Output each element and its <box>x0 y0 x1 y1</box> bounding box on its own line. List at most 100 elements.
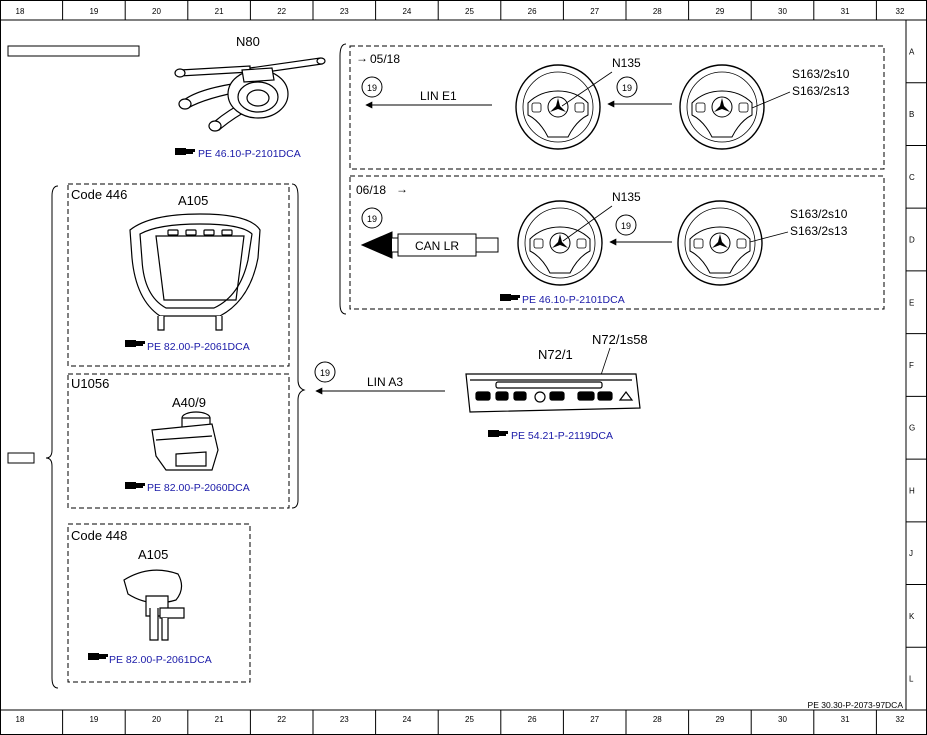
column-number: 23 <box>340 7 349 16</box>
row-letter: A <box>909 47 915 56</box>
column-number: 24 <box>402 7 411 16</box>
a105-top-ref-link[interactable]: PE 82.00-P-2061DCA <box>147 341 250 353</box>
marker-19-upper <box>616 76 638 98</box>
lower-switch-leader <box>749 231 789 243</box>
n72-1-hand-icon <box>488 430 508 437</box>
a105-gear-selector-drawing <box>123 569 185 641</box>
upper-switch-a: S163/2s10 <box>792 67 850 81</box>
upper-n135-leader <box>561 71 613 107</box>
lower-switch-b: S163/2s13 <box>790 224 848 238</box>
code-448-box <box>67 523 251 683</box>
can-lr-label: CAN LR <box>415 239 459 253</box>
can-lr-arrowhead <box>362 232 392 258</box>
marker-19-lin-e1 <box>361 76 383 98</box>
column-number: 26 <box>528 7 537 16</box>
row-letter: J <box>909 549 913 558</box>
row-letter: C <box>909 173 915 182</box>
upper-switch-b: S163/2s13 <box>792 84 850 98</box>
column-number: 22 <box>277 715 286 724</box>
code-446-box <box>67 183 290 367</box>
row-letter: B <box>909 110 914 119</box>
a40-9-hand-icon <box>125 482 145 489</box>
steering-wheel-upper-right <box>679 64 765 150</box>
n72-1-label: N72/1 <box>538 347 573 362</box>
column-number: 24 <box>402 715 411 724</box>
column-number: 22 <box>277 7 286 16</box>
column-number: 29 <box>715 715 724 724</box>
a105-top-label: A105 <box>178 193 208 208</box>
steering-wheel-lower-right <box>677 200 763 286</box>
upper-validity: 05/18 <box>370 52 400 66</box>
u1056-label: U1056 <box>71 376 109 391</box>
column-number: 31 <box>841 7 850 16</box>
column-number: 20 <box>152 7 161 16</box>
a105-top-hand-icon <box>125 340 145 347</box>
lower-switch-a: S163/2s10 <box>790 207 848 221</box>
n80-drawing <box>174 57 326 132</box>
lower-n135-label: N135 <box>612 190 641 204</box>
lower-validity-arrow: → <box>396 182 408 196</box>
left-group-bracket <box>45 185 59 689</box>
a40-9-ref-link[interactable]: PE 82.00-P-2060DCA <box>147 482 250 494</box>
column-number: 27 <box>590 715 599 724</box>
marker-19-lower <box>615 214 637 236</box>
column-number: 25 <box>465 7 474 16</box>
row-letter: F <box>909 361 914 370</box>
steering-group-bracket <box>339 43 347 315</box>
a40-9-controller-drawing <box>151 411 219 471</box>
code-448-label: Code 448 <box>71 528 127 543</box>
steering-wheel-lower-left <box>517 200 603 286</box>
a105-bottom-ref-link[interactable]: PE 82.00-P-2061DCA <box>109 654 212 666</box>
column-number: 29 <box>715 7 724 16</box>
row-letter: L <box>909 675 914 684</box>
column-number: 20 <box>152 715 161 724</box>
column-number: 26 <box>528 715 537 724</box>
n80-label: N80 <box>236 34 260 49</box>
column-number: 25 <box>465 715 474 724</box>
marker-19-upper-text: 19 <box>622 83 632 93</box>
marker-19-can-lr-text: 19 <box>367 214 377 224</box>
column-number: 30 <box>778 715 787 724</box>
marker-19-lin-e1-text: 19 <box>367 83 377 93</box>
n72-1s58-label: N72/1s58 <box>592 332 648 347</box>
row-letter: K <box>909 612 915 621</box>
lower-n135-leader <box>562 205 613 242</box>
steering-ref-hand-icon <box>500 294 520 301</box>
lower-validity: 06/18 <box>356 183 386 197</box>
row-letter: H <box>909 486 915 495</box>
a105-bottom-label: A105 <box>138 547 168 562</box>
code-446-label: Code 446 <box>71 187 127 202</box>
column-number: 28 <box>653 7 662 16</box>
column-number: 21 <box>215 7 224 16</box>
reference-hand-icon <box>175 148 195 155</box>
marker-19-lin-a3 <box>314 361 336 383</box>
column-number: 27 <box>590 7 599 16</box>
u1056-box <box>67 373 290 509</box>
column-number: 28 <box>653 715 662 724</box>
a40-9-label: A40/9 <box>172 395 206 410</box>
column-number: 21 <box>215 715 224 724</box>
column-number: 30 <box>778 7 787 16</box>
column-number: 32 <box>896 715 905 724</box>
lin-a3-label: LIN A3 <box>367 375 403 389</box>
n80-ref-link[interactable]: PE 46.10-P-2101DCA <box>198 148 301 160</box>
column-number: 32 <box>896 7 905 16</box>
n72-1-ref-link[interactable]: PE 54.21-P-2119DCA <box>511 430 613 442</box>
upper-n135-label: N135 <box>612 56 641 70</box>
can-lr-box <box>397 233 477 257</box>
steering-ref-link[interactable]: PE 46.10-P-2101DCA <box>522 294 625 306</box>
row-letter: E <box>909 298 914 307</box>
column-number: 23 <box>340 715 349 724</box>
steering-upper-box <box>349 45 885 170</box>
lin-e1-label: LIN E1 <box>420 89 457 103</box>
n72-1-control-panel-drawing <box>465 373 641 413</box>
column-number: 19 <box>89 7 98 16</box>
column-number: 19 <box>89 715 98 724</box>
steering-lower-box <box>349 175 885 310</box>
continuation-bar-top <box>7 45 140 57</box>
